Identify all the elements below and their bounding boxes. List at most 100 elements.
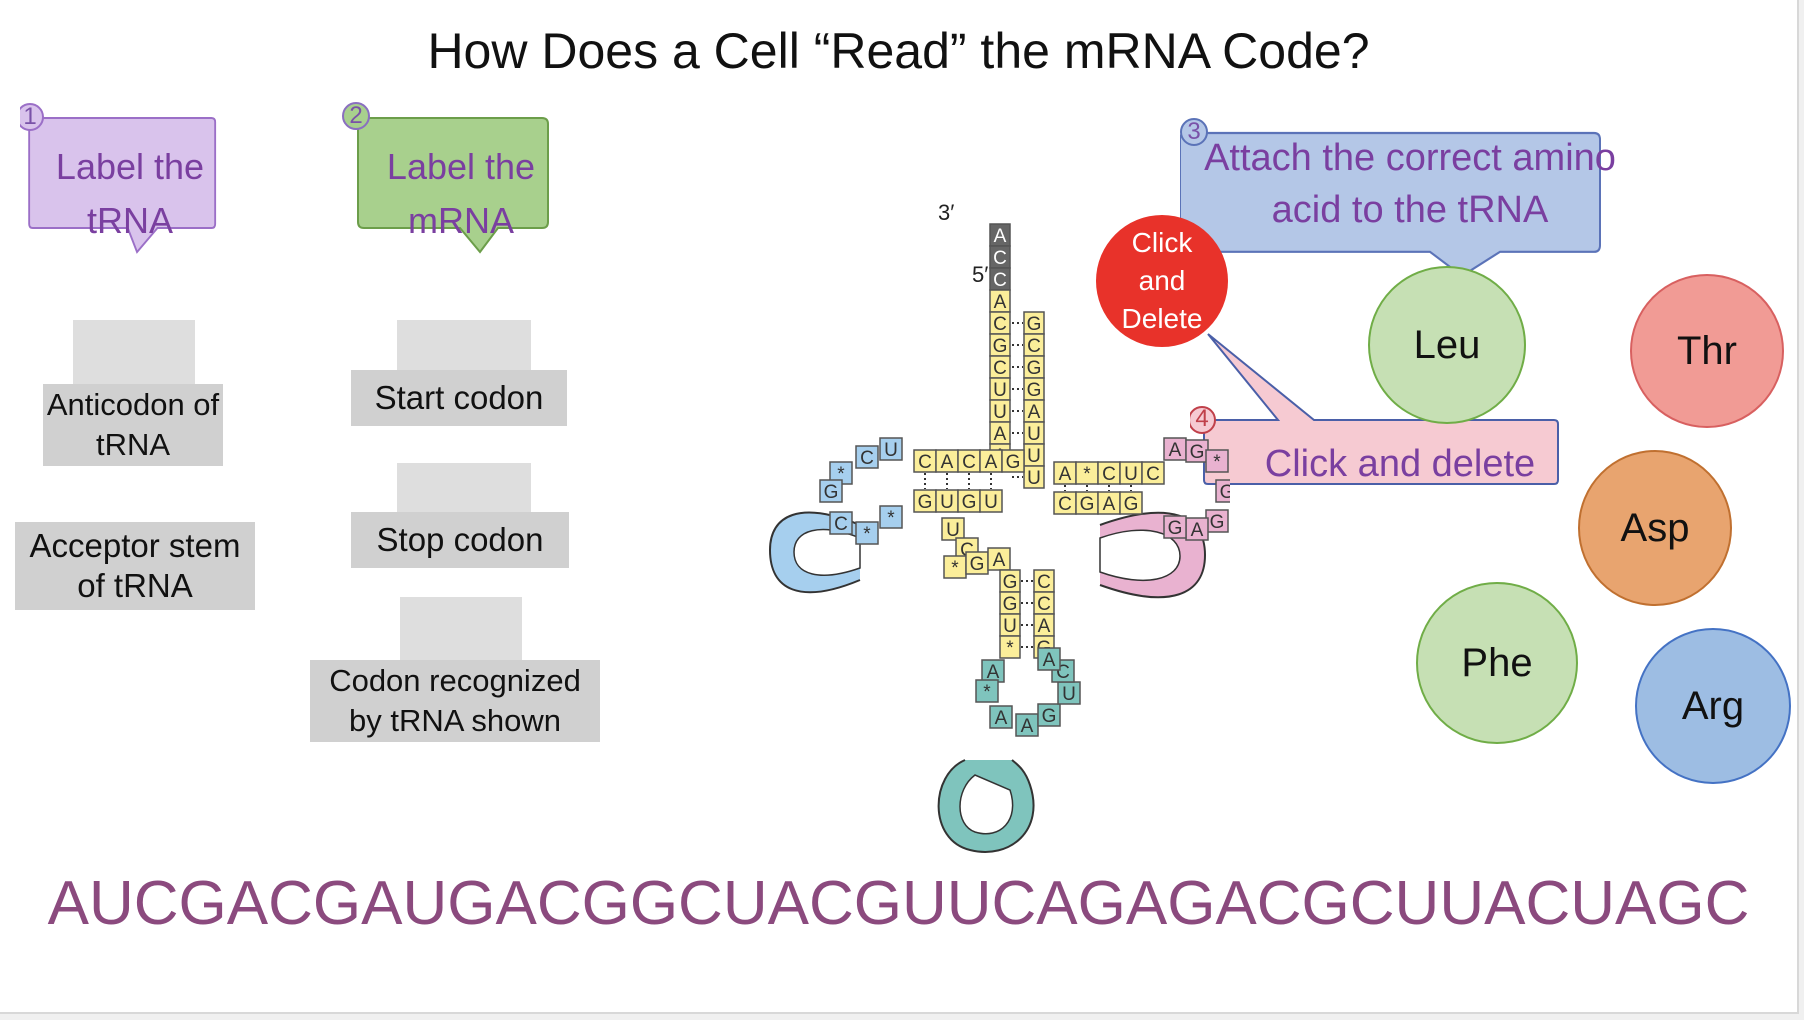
- nucleotide: A: [941, 452, 954, 473]
- nucleotide: G: [824, 482, 839, 503]
- d-loop-inner: [793, 528, 861, 576]
- nucleotide: G: [1027, 380, 1042, 401]
- nucleotide: C: [834, 514, 848, 535]
- click-and-delete-button[interactable]: Click and Delete: [1096, 215, 1228, 347]
- nucleotide: A: [987, 662, 1000, 683]
- nucleotide: *: [863, 524, 871, 545]
- nucleotide: U: [884, 440, 898, 461]
- callout-4-number: 4: [1195, 405, 1209, 432]
- callout-1-number: 1: [23, 103, 37, 130]
- amino-acid-phe[interactable]: Phe: [1416, 582, 1578, 744]
- nucleotide: A: [1021, 716, 1034, 737]
- nucleotide-box: [855, 445, 879, 469]
- callout-4-text: Click and delete: [1264, 443, 1536, 485]
- nucleotide: C: [1037, 594, 1051, 615]
- label-acceptor-stem[interactable]: Acceptor stem of tRNA: [15, 522, 255, 610]
- nucleotide-box: [855, 521, 879, 545]
- nucleotide: C: [993, 314, 1007, 335]
- drop-slot[interactable]: [397, 463, 531, 513]
- nucleotide: G: [1027, 314, 1042, 335]
- nucleotide-box: [1141, 461, 1165, 485]
- nucleotide: C: [993, 270, 1007, 291]
- nucleotide: C: [1037, 572, 1051, 593]
- anticodon-loop-inner: [959, 774, 1014, 835]
- amino-acid-asp[interactable]: Asp: [1578, 450, 1732, 606]
- nucleotide: U: [993, 380, 1007, 401]
- nucleotide: A: [1191, 520, 1204, 541]
- nucleotide-box: [987, 547, 1011, 571]
- nucleotide-box: [975, 679, 999, 703]
- nucleotide-box: [1037, 647, 1061, 671]
- label-codon-recognized[interactable]: Codon recognized by tRNA shown: [310, 660, 600, 742]
- nucleotide: G: [1190, 442, 1205, 463]
- amino-acid-label: Asp: [1620, 505, 1690, 550]
- amino-acid-label: Thr: [1677, 328, 1737, 373]
- amino-acid-label: Arg: [1681, 683, 1745, 728]
- nucleotide-box: [829, 511, 853, 535]
- nucleotide: C: [860, 448, 874, 469]
- nucleotide-box: [1119, 491, 1143, 515]
- callout-1-text: Label the tRNA: [55, 146, 205, 241]
- nucleotide: U: [1003, 616, 1017, 637]
- nucleotide: *: [837, 464, 845, 485]
- t-loop-inner: [1099, 529, 1181, 582]
- nucleotide: A: [985, 452, 998, 473]
- nucleotide: G: [1210, 512, 1225, 533]
- drop-slot[interactable]: [397, 320, 531, 372]
- nucleotide: A: [994, 226, 1007, 247]
- end-5-label: 5′: [972, 262, 988, 287]
- nucleotide: A: [1059, 464, 1072, 485]
- callout-3-number: 3: [1187, 118, 1201, 145]
- nucleotide: G: [1080, 494, 1095, 515]
- nucleotide: A: [1038, 616, 1051, 637]
- callout-3-shape: [1180, 118, 1601, 278]
- nucleotide: C: [993, 248, 1007, 269]
- nucleotide: G: [1027, 358, 1042, 379]
- amino-acid-arg[interactable]: Arg: [1635, 628, 1791, 784]
- label-anticodon[interactable]: Anticodon of tRNA: [43, 384, 223, 466]
- nucleotide: G: [1220, 482, 1230, 503]
- nucleotide-box: [1023, 465, 1045, 489]
- nucleotide: U: [1062, 684, 1076, 705]
- page-title: How Does a Cell “Read” the mRNA Code?: [427, 23, 1370, 79]
- nucleotide: U: [940, 492, 954, 513]
- nucleotide: C: [918, 452, 932, 473]
- nucleotide: G: [1124, 494, 1139, 515]
- amino-acid-leu[interactable]: Leu: [1368, 266, 1526, 424]
- trna-diagram: ACCACGCUUAAGCGGAUUUCACAGGUGUUC*GC**A*CUC…: [768, 200, 1230, 853]
- nucleotide: A: [994, 292, 1007, 313]
- nucleotide: C: [962, 452, 976, 473]
- amino-acid-thr[interactable]: Thr: [1630, 274, 1784, 428]
- nucleotide: *: [1083, 464, 1091, 485]
- callout-2-number: 2: [349, 102, 363, 129]
- nucleotide: A: [1169, 440, 1182, 461]
- nucleotide: G: [1168, 518, 1183, 539]
- nucleotide: G: [962, 492, 977, 513]
- nucleotide-box: [941, 517, 965, 541]
- nucleotide: U: [946, 520, 960, 541]
- drop-slot[interactable]: [400, 597, 522, 663]
- nucleotide: A: [994, 424, 1007, 445]
- nucleotide-box: [979, 489, 1003, 513]
- nucleotide-box: [1037, 703, 1061, 727]
- callout-3-text: Attach the correct amino acid to the tRN…: [1204, 137, 1616, 231]
- nucleotide: U: [1124, 464, 1138, 485]
- label-stop-codon[interactable]: Stop codon: [351, 512, 569, 568]
- nucleotide: C: [1102, 464, 1116, 485]
- nucleotide: G: [970, 554, 985, 575]
- drop-slot[interactable]: [73, 320, 195, 386]
- nucleotide-box: [1001, 449, 1025, 473]
- nucleotide: *: [1213, 452, 1221, 473]
- nucleotide: A: [995, 708, 1008, 729]
- amino-acid-label: Leu: [1413, 322, 1481, 367]
- nucleotide-box: [999, 635, 1021, 659]
- nucleotide: G: [1042, 706, 1057, 727]
- nucleotide: U: [1027, 468, 1041, 489]
- nucleotide: U: [1027, 424, 1041, 445]
- nucleotide: G: [993, 336, 1008, 357]
- mrna-sequence: AUCGACGAUGACGGCUACGUUCAGAGACGCUUACUAGC: [47, 869, 1750, 938]
- label-start-codon[interactable]: Start codon: [351, 370, 567, 426]
- nucleotide: G: [918, 492, 933, 513]
- nucleotide-box: [879, 505, 903, 529]
